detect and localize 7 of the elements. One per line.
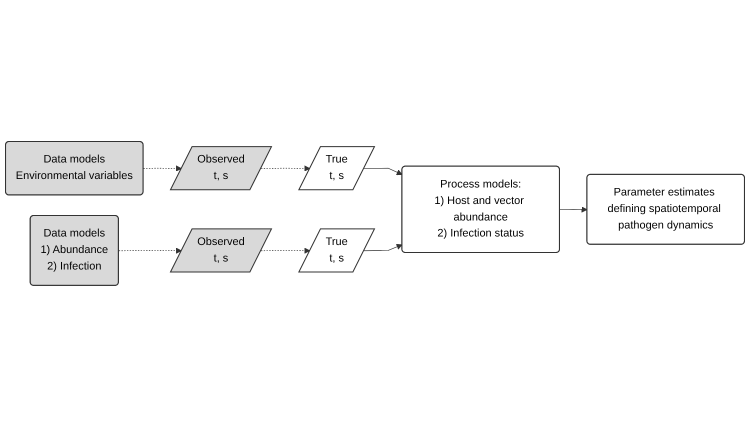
arrow — [260, 248, 310, 254]
arrow — [118, 248, 182, 254]
arrow — [143, 166, 182, 172]
arrow — [260, 166, 310, 172]
arrow — [559, 206, 588, 213]
arrow — [364, 244, 402, 252]
arrow — [364, 168, 402, 176]
